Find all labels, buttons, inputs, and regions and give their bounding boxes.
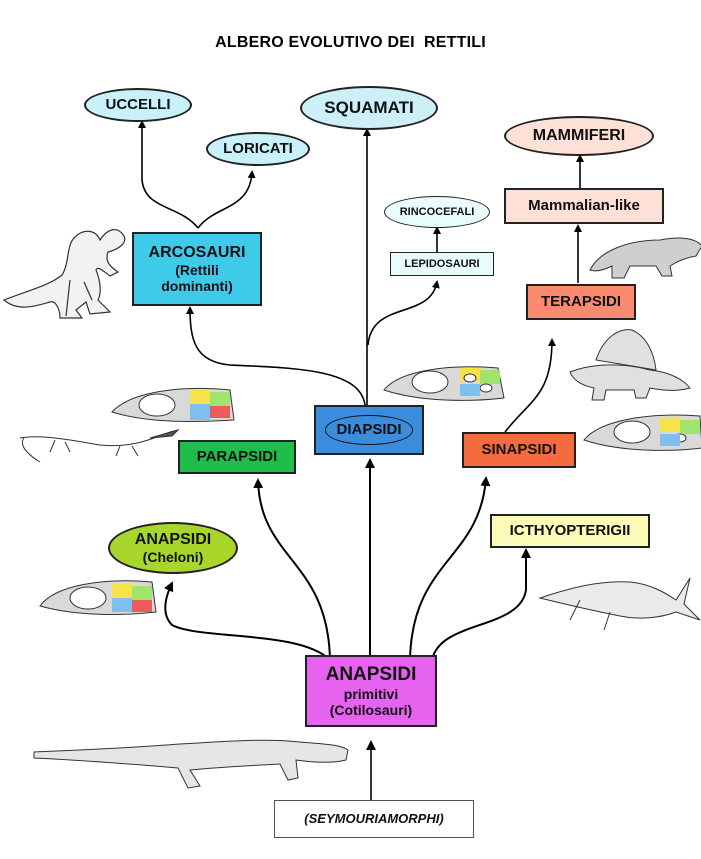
lizard-skeleton-drawing xyxy=(19,428,180,463)
node-anapsidi-primitivi: ANAPSIDI primitivi (Cotilosauri) xyxy=(305,655,437,727)
node-mammalian-like-label: Mammalian-like xyxy=(528,197,640,215)
node-terapsidi-label: TERAPSIDI xyxy=(540,293,621,311)
therapsid-drawing xyxy=(589,237,701,279)
node-lepidosauri-label: LEPIDOSAURI xyxy=(404,257,480,270)
node-loricati-label: LORICATI xyxy=(223,140,293,158)
node-loricati: LORICATI xyxy=(206,132,310,166)
arrow-to-uccelli xyxy=(138,120,199,229)
node-lepidosauri: LEPIDOSAURI xyxy=(390,252,494,276)
dimetrodon-drawing xyxy=(569,329,691,401)
skull-diagram-synapsid xyxy=(583,414,701,451)
node-mammalian-like: Mammalian-like xyxy=(504,188,664,224)
node-anapsidi-cheloni: ANAPSIDI (Cheloni) xyxy=(108,522,238,574)
arrow-to-anapsidi-cheloni xyxy=(164,581,331,661)
skull-diagram-diapsid xyxy=(383,366,505,401)
node-anapsidi-primitivi-line3: (Cotilosauri) xyxy=(329,701,413,718)
node-anapsidi-primitivi-line2: primitivi xyxy=(343,685,399,702)
arrow-to-terapsidi xyxy=(504,338,556,433)
node-diapsidi-oval: DIAPSIDI xyxy=(325,415,413,445)
arrow-to-arcosauri xyxy=(186,306,366,406)
node-uccelli-label: UCCELLI xyxy=(105,96,171,114)
node-rincocefali: RINCOCEFALI xyxy=(384,196,490,228)
arrow-to-icthyopterigii xyxy=(431,548,531,661)
arrow-to-parapsidi xyxy=(253,478,331,661)
node-parapsidi: PARAPSIDI xyxy=(178,440,296,474)
node-squamati: SQUAMATI xyxy=(300,86,438,130)
node-arcosauri: ARCOSAURI (Rettili dominanti) xyxy=(132,232,262,306)
node-anapsidi-primitivi-line1: ANAPSIDI xyxy=(325,663,417,685)
arrow-to-sinapsidi xyxy=(409,476,491,661)
node-mammiferi: MAMMIFERI xyxy=(504,116,654,156)
node-anapsidi-cheloni-line1: ANAPSIDI xyxy=(134,530,212,548)
arrow-to-lepidosauri xyxy=(367,280,440,346)
page-title: ALBERO EVOLUTIVO DEI RETTILI xyxy=(215,34,486,51)
node-icthyopterigii-label: ICTHYOPTERIGII xyxy=(509,522,631,540)
node-icthyopterigii: ICTHYOPTERIGII xyxy=(490,514,650,548)
node-arcosauri-line3: dominanti) xyxy=(161,278,233,295)
seymouria-skeleton-drawing xyxy=(33,739,349,789)
ichthyosaur-skeleton-drawing xyxy=(538,577,701,631)
skull-diagram-parapsid xyxy=(111,388,235,422)
node-terapsidi: TERAPSIDI xyxy=(526,284,636,320)
node-rincocefali-label: RINCOCEFALI xyxy=(399,205,475,218)
node-seymouriamorphi-label: (SEYMOURIAMORPHI) xyxy=(304,810,444,826)
node-parapsidi-label: PARAPSIDI xyxy=(196,448,278,466)
node-sinapsidi: SINAPSIDI xyxy=(462,432,576,468)
node-arcosauri-line2: (Rettili xyxy=(175,262,219,279)
node-diapsidi-label: DIAPSIDI xyxy=(336,421,402,439)
arrow-to-loricati xyxy=(197,170,256,229)
tyrannosaurus-drawing xyxy=(2,229,126,319)
node-sinapsidi-label: SINAPSIDI xyxy=(481,441,557,459)
node-mammiferi-label: MAMMIFERI xyxy=(532,126,626,144)
node-seymouriamorphi: (SEYMOURIAMORPHI) xyxy=(274,800,474,838)
node-arcosauri-line1: ARCOSAURI xyxy=(148,243,246,261)
node-uccelli: UCCELLI xyxy=(84,88,192,122)
node-diapsidi: DIAPSIDI xyxy=(314,405,424,455)
node-squamati-label: SQUAMATI xyxy=(324,98,414,118)
skull-diagram-anapsid xyxy=(39,580,157,615)
node-anapsidi-cheloni-line2: (Cheloni) xyxy=(142,549,204,566)
